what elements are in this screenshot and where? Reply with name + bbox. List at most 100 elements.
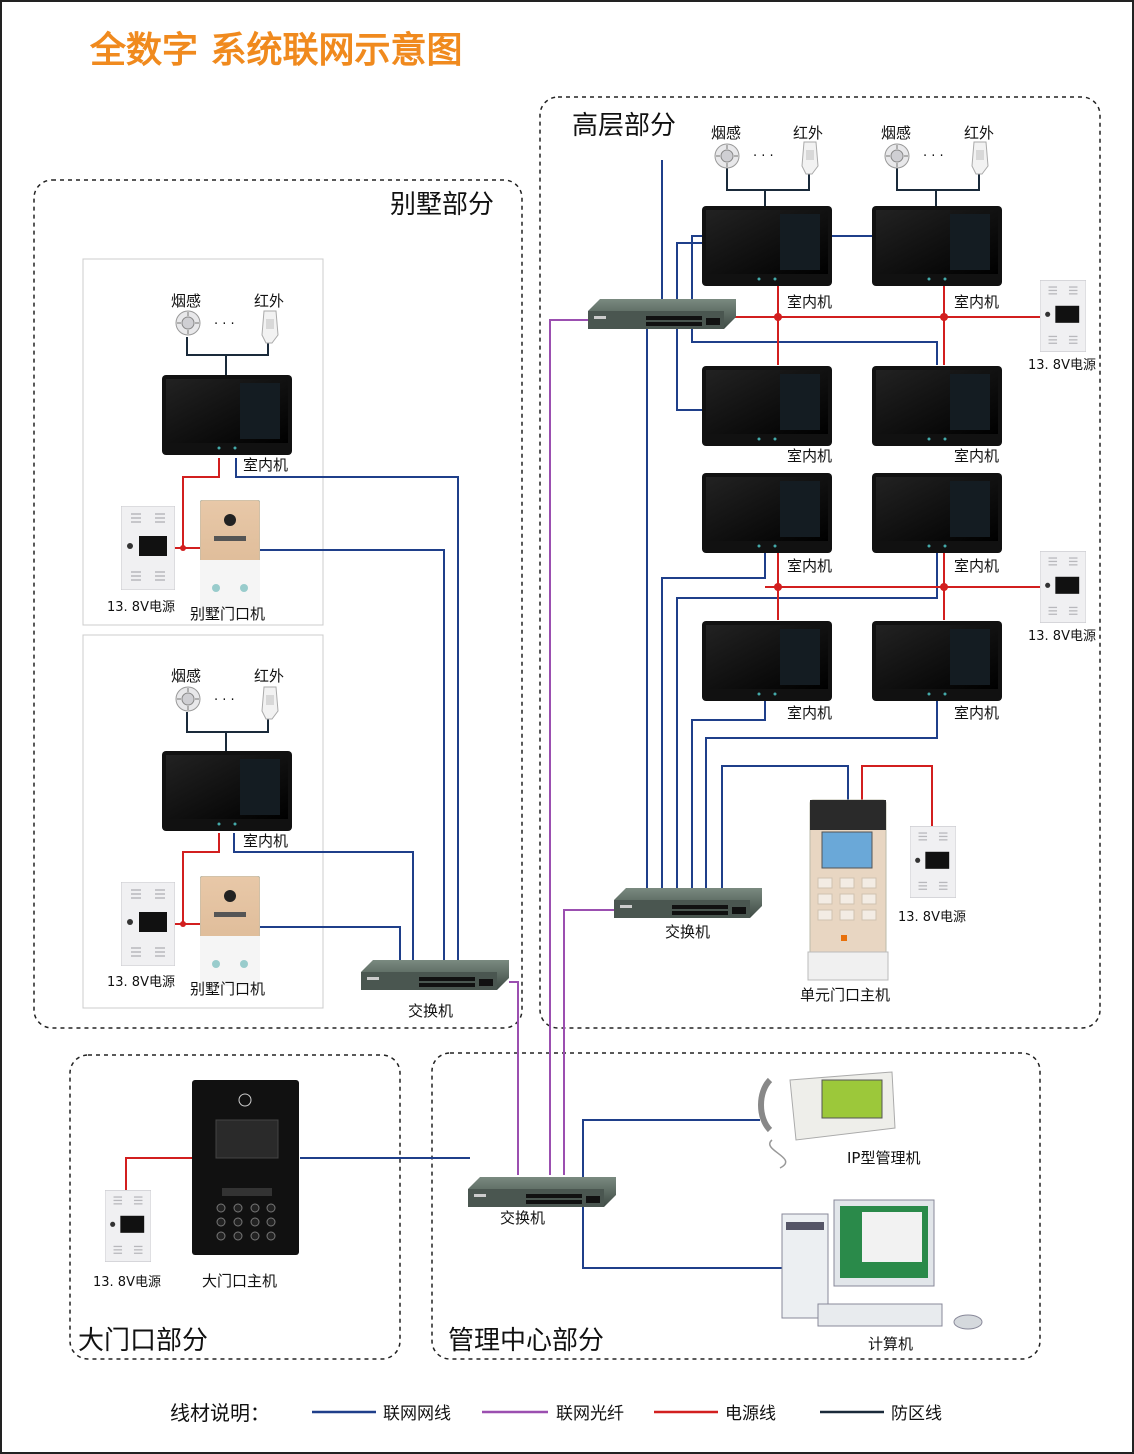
legend-fiber-label: 联网光纤: [556, 1404, 624, 1424]
infrared-sensor-icon: [261, 686, 279, 720]
indoor-unit-icon: [162, 375, 292, 455]
highrise-zone-wires: [726, 168, 980, 206]
network-switch-icon: [614, 888, 762, 918]
power-supply-label: 13. 8V电源: [107, 975, 175, 990]
smoke-detector-icon: [884, 143, 910, 169]
ip-manager-icon: [758, 1071, 896, 1169]
computer-icon: [781, 1199, 983, 1330]
indoor-unit-label: 室内机: [954, 704, 999, 722]
indoor-unit-label: 室内机: [787, 447, 832, 465]
legend-power-label: 电源线: [725, 1404, 776, 1424]
infrared-sensor-icon: [971, 141, 989, 175]
villa-door-label: 别墅门口机: [190, 980, 265, 998]
indoor-unit-label: 室内机: [243, 456, 288, 474]
sensor-dots: · · ·: [753, 149, 774, 164]
ip-manager-label: IP型管理机: [847, 1149, 920, 1167]
smoke-label: 烟感: [881, 124, 911, 142]
villa-unit-1-box: [82, 258, 324, 626]
switch-label: 交换机: [500, 1209, 545, 1227]
infrared-sensor-icon: [801, 141, 819, 175]
computer-label: 计算机: [868, 1335, 913, 1353]
network-switch-icon: [468, 1177, 616, 1207]
indoor-unit-label: 室内机: [954, 447, 999, 465]
indoor-unit-label: 室内机: [787, 293, 832, 311]
legend: 线材说明： 联网网线 联网光纤 电源线 防区线: [170, 1401, 942, 1425]
highrise-section-title: 高层部分: [572, 111, 676, 141]
power-supply-label: 13. 8V电源: [1028, 629, 1096, 644]
switch-label: 交换机: [408, 1002, 453, 1020]
network-switch-icon: [361, 960, 509, 990]
indoor-unit-icon: [872, 473, 1002, 553]
smoke-detector-icon: [175, 310, 201, 336]
smoke-detector-icon: [175, 686, 201, 712]
power-supply-label: 13. 8V电源: [898, 910, 966, 925]
villa-door-station-icon: [200, 876, 260, 986]
legend-network-label: 联网网线: [383, 1404, 451, 1424]
infrared-label: 红外: [793, 124, 823, 142]
power-supply-icon: [1040, 551, 1086, 623]
unit-door-label: 单元门口主机: [800, 986, 890, 1004]
indoor-unit-icon: [702, 621, 832, 701]
unit-door-station-icon: [807, 799, 889, 981]
switch-label: 交换机: [665, 923, 710, 941]
center-network-wires: [300, 1119, 782, 1269]
indoor-unit-label: 室内机: [787, 557, 832, 575]
villa-section-title: 别墅部分: [390, 190, 494, 220]
indoor-unit-label: 室内机: [954, 293, 999, 311]
legend-title: 线材说明：: [170, 1401, 270, 1425]
infrared-sensor-icon: [261, 310, 279, 344]
highrise-power-wires: [692, 284, 1040, 826]
villa-zone-wires: [186, 337, 269, 751]
power-supply-icon: [121, 506, 175, 590]
indoor-unit-icon: [872, 621, 1002, 701]
sensor-dots: · · ·: [214, 317, 235, 332]
power-supply-icon: [105, 1190, 151, 1262]
gate-power-wire: [125, 1157, 192, 1190]
center-section-frame: [431, 1052, 1041, 1360]
indoor-unit-icon: [162, 751, 292, 831]
network-switch-icon: [588, 299, 736, 329]
smoke-detector-icon: [714, 143, 740, 169]
infrared-label: 红外: [254, 292, 284, 310]
highrise-section-frame: [539, 96, 1101, 1029]
smoke-label: 烟感: [711, 124, 741, 142]
power-junctions: [180, 313, 948, 927]
indoor-unit-icon: [702, 366, 832, 446]
page-title: 全数字 系统联网示意图: [89, 29, 463, 71]
indoor-unit-label: 室内机: [954, 557, 999, 575]
indoor-unit-icon: [872, 366, 1002, 446]
villa-unit-2-box: [82, 634, 324, 1009]
indoor-unit-icon: [872, 206, 1002, 286]
gate-section-title: 大门口部分: [78, 1326, 208, 1356]
indoor-unit-label: 室内机: [243, 832, 288, 850]
power-supply-icon: [910, 826, 956, 898]
power-supply-label: 13. 8V电源: [1028, 358, 1096, 373]
smoke-label: 烟感: [171, 292, 201, 310]
gate-main-station-icon: [192, 1080, 299, 1255]
indoor-unit-icon: [702, 473, 832, 553]
villa-power-wires: [174, 458, 220, 925]
legend-zone-label: 防区线: [891, 1404, 942, 1424]
center-section-title: 管理中心部分: [448, 1326, 604, 1356]
smoke-label: 烟感: [171, 667, 201, 685]
sensor-dots: · · ·: [214, 693, 235, 708]
indoor-unit-icon: [702, 206, 832, 286]
villa-door-label: 别墅门口机: [190, 605, 265, 623]
sensor-dots: · · ·: [923, 149, 944, 164]
power-supply-icon: [1040, 280, 1086, 352]
fiber-wires: [509, 319, 614, 1175]
infrared-label: 红外: [254, 667, 284, 685]
villa-door-station-icon: [200, 500, 260, 610]
power-supply-label: 13. 8V电源: [93, 1275, 161, 1290]
infrared-label: 红外: [964, 124, 994, 142]
gate-section-frame: [69, 1054, 401, 1360]
power-supply-label: 13. 8V电源: [107, 600, 175, 615]
gate-host-label: 大门口主机: [202, 1272, 277, 1290]
villa-network-wires: [233, 458, 459, 962]
power-supply-icon: [121, 882, 175, 966]
villa-section-frame: [33, 179, 523, 1029]
indoor-unit-label: 室内机: [787, 704, 832, 722]
